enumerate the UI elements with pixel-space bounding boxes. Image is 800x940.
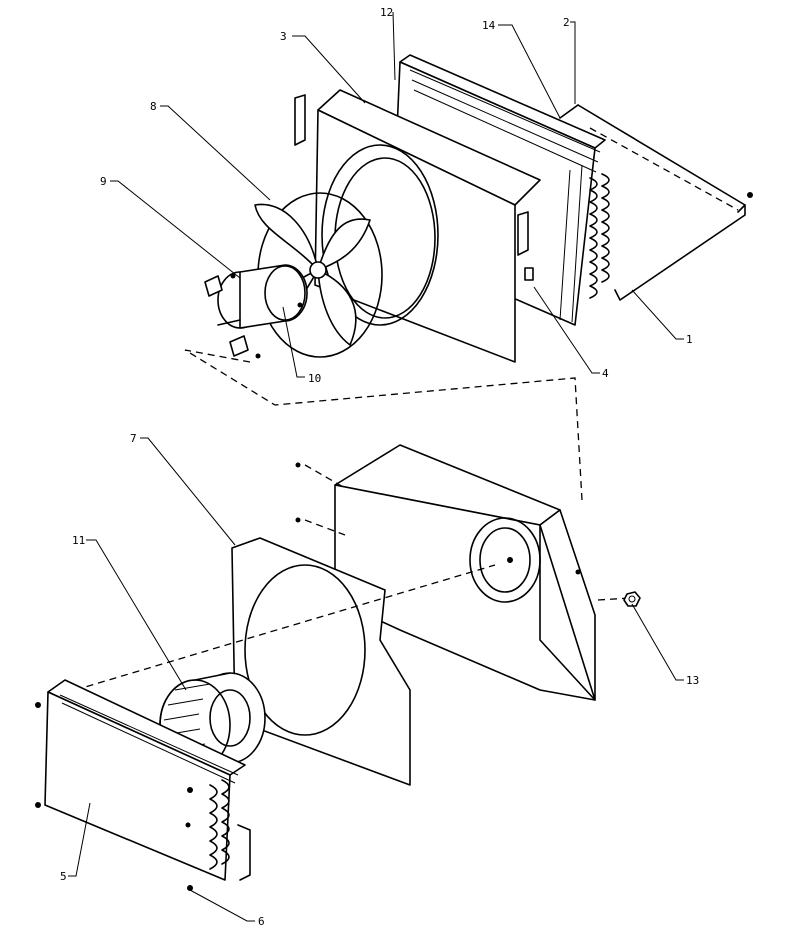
- coil-tubes: [589, 173, 610, 299]
- leader-lines: [68, 11, 684, 922]
- callout-2: 2: [563, 16, 570, 29]
- callout-1: 1: [686, 333, 693, 346]
- callout-labels: 12 3 14 2 8 9 1 4 10 7 11 13 5 6: [60, 6, 699, 928]
- callout-11: 11: [72, 534, 85, 547]
- callout-8: 8: [150, 100, 157, 113]
- callout-7: 7: [130, 432, 137, 445]
- blower-housing: [231, 444, 631, 786]
- fan-motor: [204, 264, 308, 359]
- callout-13: 13: [686, 674, 699, 687]
- callout-10: 10: [308, 372, 321, 385]
- assembly-guide-line: [184, 349, 583, 501]
- evaporator-coil: [35, 679, 251, 891]
- callout-5: 5: [60, 870, 67, 883]
- callout-14: 14: [482, 19, 496, 32]
- nut-part: [623, 591, 641, 607]
- callout-3: 3: [280, 30, 287, 43]
- callout-12: 12: [380, 6, 393, 19]
- base-pan: [559, 104, 753, 301]
- callout-6: 6: [258, 915, 265, 928]
- wheel-guide-line: [74, 564, 496, 691]
- callout-4: 4: [602, 367, 609, 380]
- callout-9: 9: [100, 175, 107, 188]
